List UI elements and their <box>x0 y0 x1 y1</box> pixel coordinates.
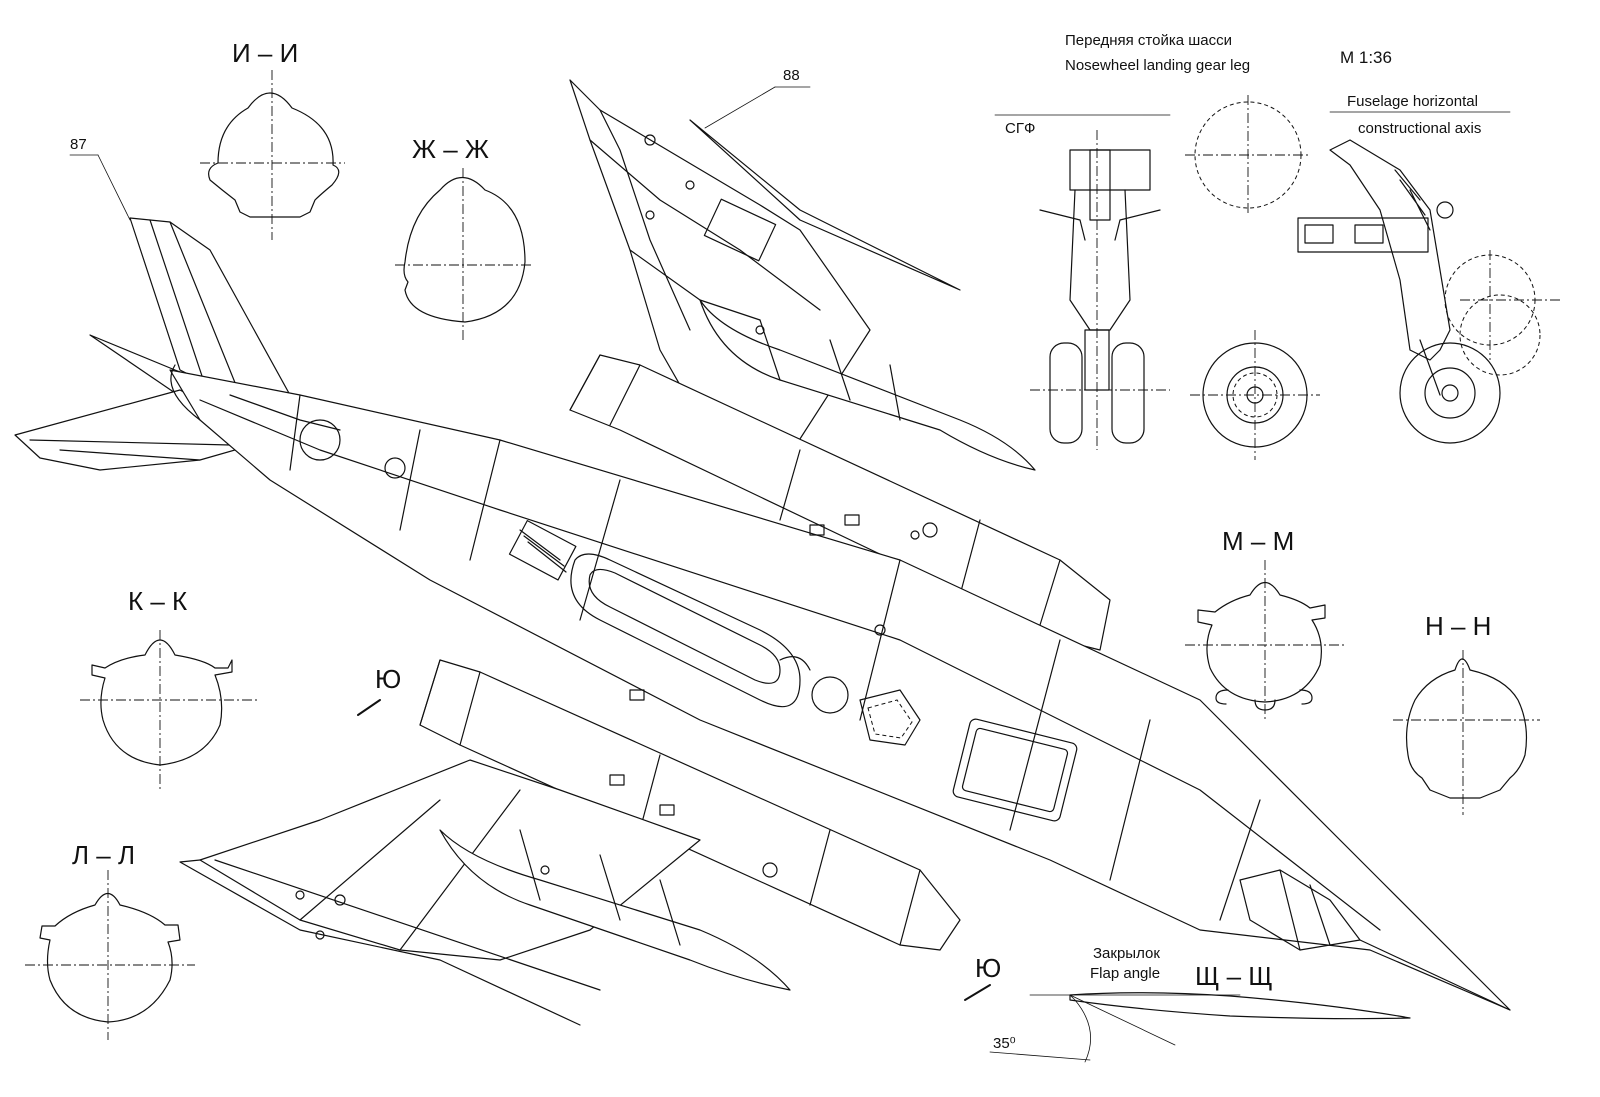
nose-gear-block: Передняя стойка шасси Nosewheel landing … <box>994 32 1560 460</box>
svg-text:К – К: К – К <box>128 586 187 616</box>
svg-text:87: 87 <box>70 136 87 153</box>
svg-text:Л – Л: Л – Л <box>72 840 135 870</box>
svg-text:Flap angle: Flap angle <box>1090 965 1160 982</box>
svg-text:Щ – Щ: Щ – Щ <box>1195 961 1273 991</box>
callout-87: 87 <box>69 136 131 221</box>
aircraft-plan-view <box>14 79 1511 1026</box>
callout-88: 88 <box>704 67 811 129</box>
svg-text:Fuselage horizontal: Fuselage horizontal <box>1347 93 1478 110</box>
svg-text:М 1:36: М 1:36 <box>1340 48 1392 67</box>
svg-text:Ю: Ю <box>375 664 401 694</box>
svg-text:Передняя стойка шасси: Передняя стойка шасси <box>1065 32 1232 49</box>
svg-text:Ю: Ю <box>975 953 1001 983</box>
section-n-n: Н – Н <box>1393 611 1540 815</box>
svg-text:Н – Н: Н – Н <box>1425 611 1491 641</box>
svg-text:Ж – Ж: Ж – Ж <box>412 134 489 164</box>
section-i-i: И – И <box>200 38 345 240</box>
section-cut-yu-lower: Ю <box>964 953 1001 1001</box>
svg-text:constructional axis: constructional axis <box>1358 120 1481 137</box>
section-l-l: Л – Л <box>25 840 195 1040</box>
svg-text:М – М: М – М <box>1222 526 1294 556</box>
svg-text:88: 88 <box>783 67 800 84</box>
svg-text:Закрылок: Закрылок <box>1093 945 1160 962</box>
svg-text:Nosewheel landing gear leg: Nosewheel landing gear leg <box>1065 57 1250 74</box>
landing-gear-side-view <box>1297 139 1560 444</box>
svg-text:СГФ: СГФ <box>1005 120 1035 137</box>
svg-text:И – И: И – И <box>232 38 298 68</box>
section-k-k: К – К <box>80 586 260 790</box>
section-zh-zh: Ж – Ж <box>395 134 532 340</box>
svg-text:35⁰: 35⁰ <box>993 1035 1016 1052</box>
wheel-icon <box>1190 330 1320 460</box>
section-m-m: М – М <box>1185 526 1345 720</box>
landing-gear-front-view <box>1030 130 1170 450</box>
flap-angle-section: Закрылок Flap angle Щ – Щ 35⁰ <box>989 945 1411 1063</box>
section-cut-yu-upper: Ю <box>357 664 401 716</box>
